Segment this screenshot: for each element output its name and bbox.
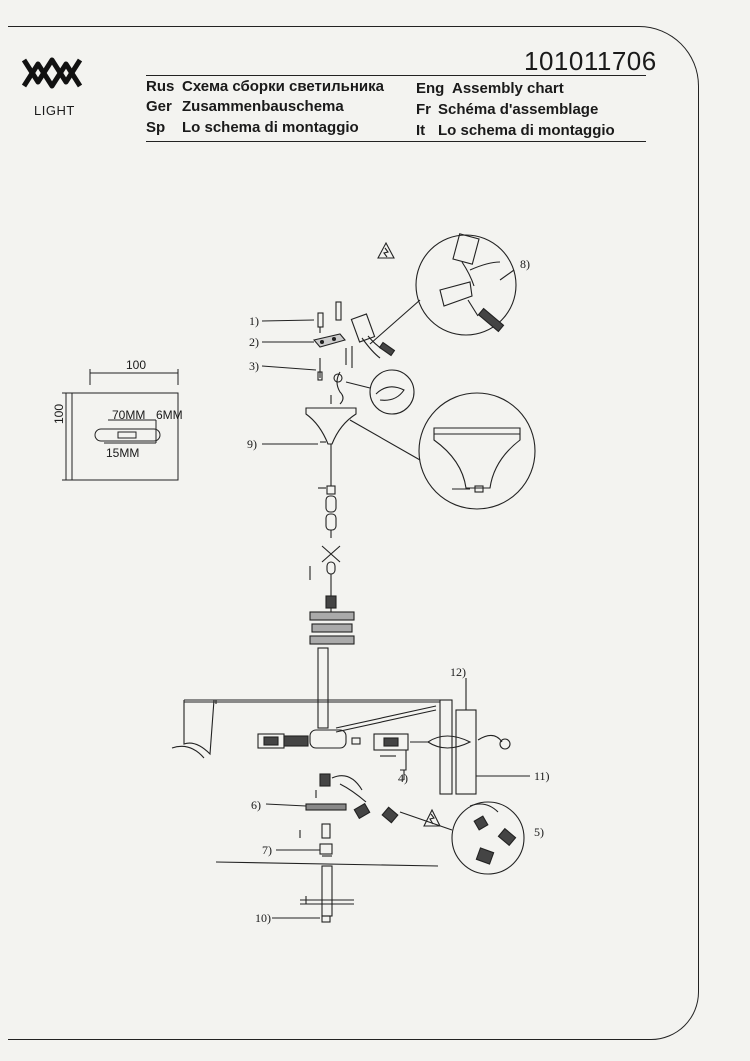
part-chain [309,444,341,609]
page-frame [8,26,699,1040]
product-code: 101011706 [524,46,657,76]
part-label-11: 11) [534,769,550,783]
part-screws-3 [317,346,353,381]
lang-code: It [416,122,426,139]
part-label-12: 12) [450,665,466,679]
part-label-6: 6) [251,798,261,812]
title-ger: Ger Zusammenbauschema [146,98,344,115]
part-center-column [309,608,355,729]
title-it: It Lo schema di montaggio [416,122,615,139]
lang-code: Rus [146,78,175,95]
title-text: Schéma d'assemblage [438,101,599,118]
part-lamp-holders [257,729,511,771]
title-sp: Sp Lo schema di montaggio [146,119,359,136]
part-label-3: 3) [249,359,259,373]
part-bracket-2 [312,333,346,348]
slot-height-label: 15MM [106,446,140,460]
title-text: Zusammenbauschema [182,98,344,115]
title-text: Lo schema di montaggio [438,122,615,139]
electric-warning-icon [377,241,395,259]
part-hook [333,371,344,405]
mounting-plate-drawing [62,369,179,481]
detail-circle-hook [345,369,415,415]
lang-code: Ger [146,98,172,115]
plate-width-label: 100 [126,358,147,372]
title-text: Assembly chart [452,80,564,97]
part-canopy-9 [305,395,357,445]
part-bottom-assembly [215,773,439,923]
slot-width-label: 6MM [156,408,183,422]
title-rus: Rus Схема сборки светильника [146,78,384,95]
label-leaders [261,269,515,919]
title-text: Lo schema di montaggio [182,119,359,136]
direction-arrows [299,790,317,904]
part-frame-arms [171,678,530,795]
detail-circle-5 [399,801,525,875]
part-label-1: 1) [249,314,259,328]
brand-label: LIGHT [34,103,75,118]
part-terminal-block [350,313,396,359]
part-label-2: 2) [249,335,259,349]
electric-warning-icon-bottom [423,808,441,827]
title-fr: Fr Schéma d'assemblage [416,101,598,118]
part-label-4: 4) [398,771,408,785]
lang-code: Fr [416,101,431,118]
part-label-10: 10) [255,911,271,925]
header-rule-top [146,75,646,77]
title-eng: Eng Assembly chart [416,80,564,97]
detail-circle-8 [369,233,517,345]
detail-circle-canopy [349,392,536,510]
part-label-5: 5) [534,825,544,839]
title-text: Схема сборки светильника [182,78,384,95]
brand-logo-icon [21,57,83,89]
header-rule-bottom [146,141,646,143]
part-label-7: 7) [262,843,272,857]
lang-code: Sp [146,119,166,136]
part-label-8: 8) [520,257,530,271]
part-label-9: 9) [247,437,257,451]
slot-length-label: 70MM [112,408,146,422]
part-screw-1 [317,301,342,333]
lang-code: Eng [416,80,445,97]
